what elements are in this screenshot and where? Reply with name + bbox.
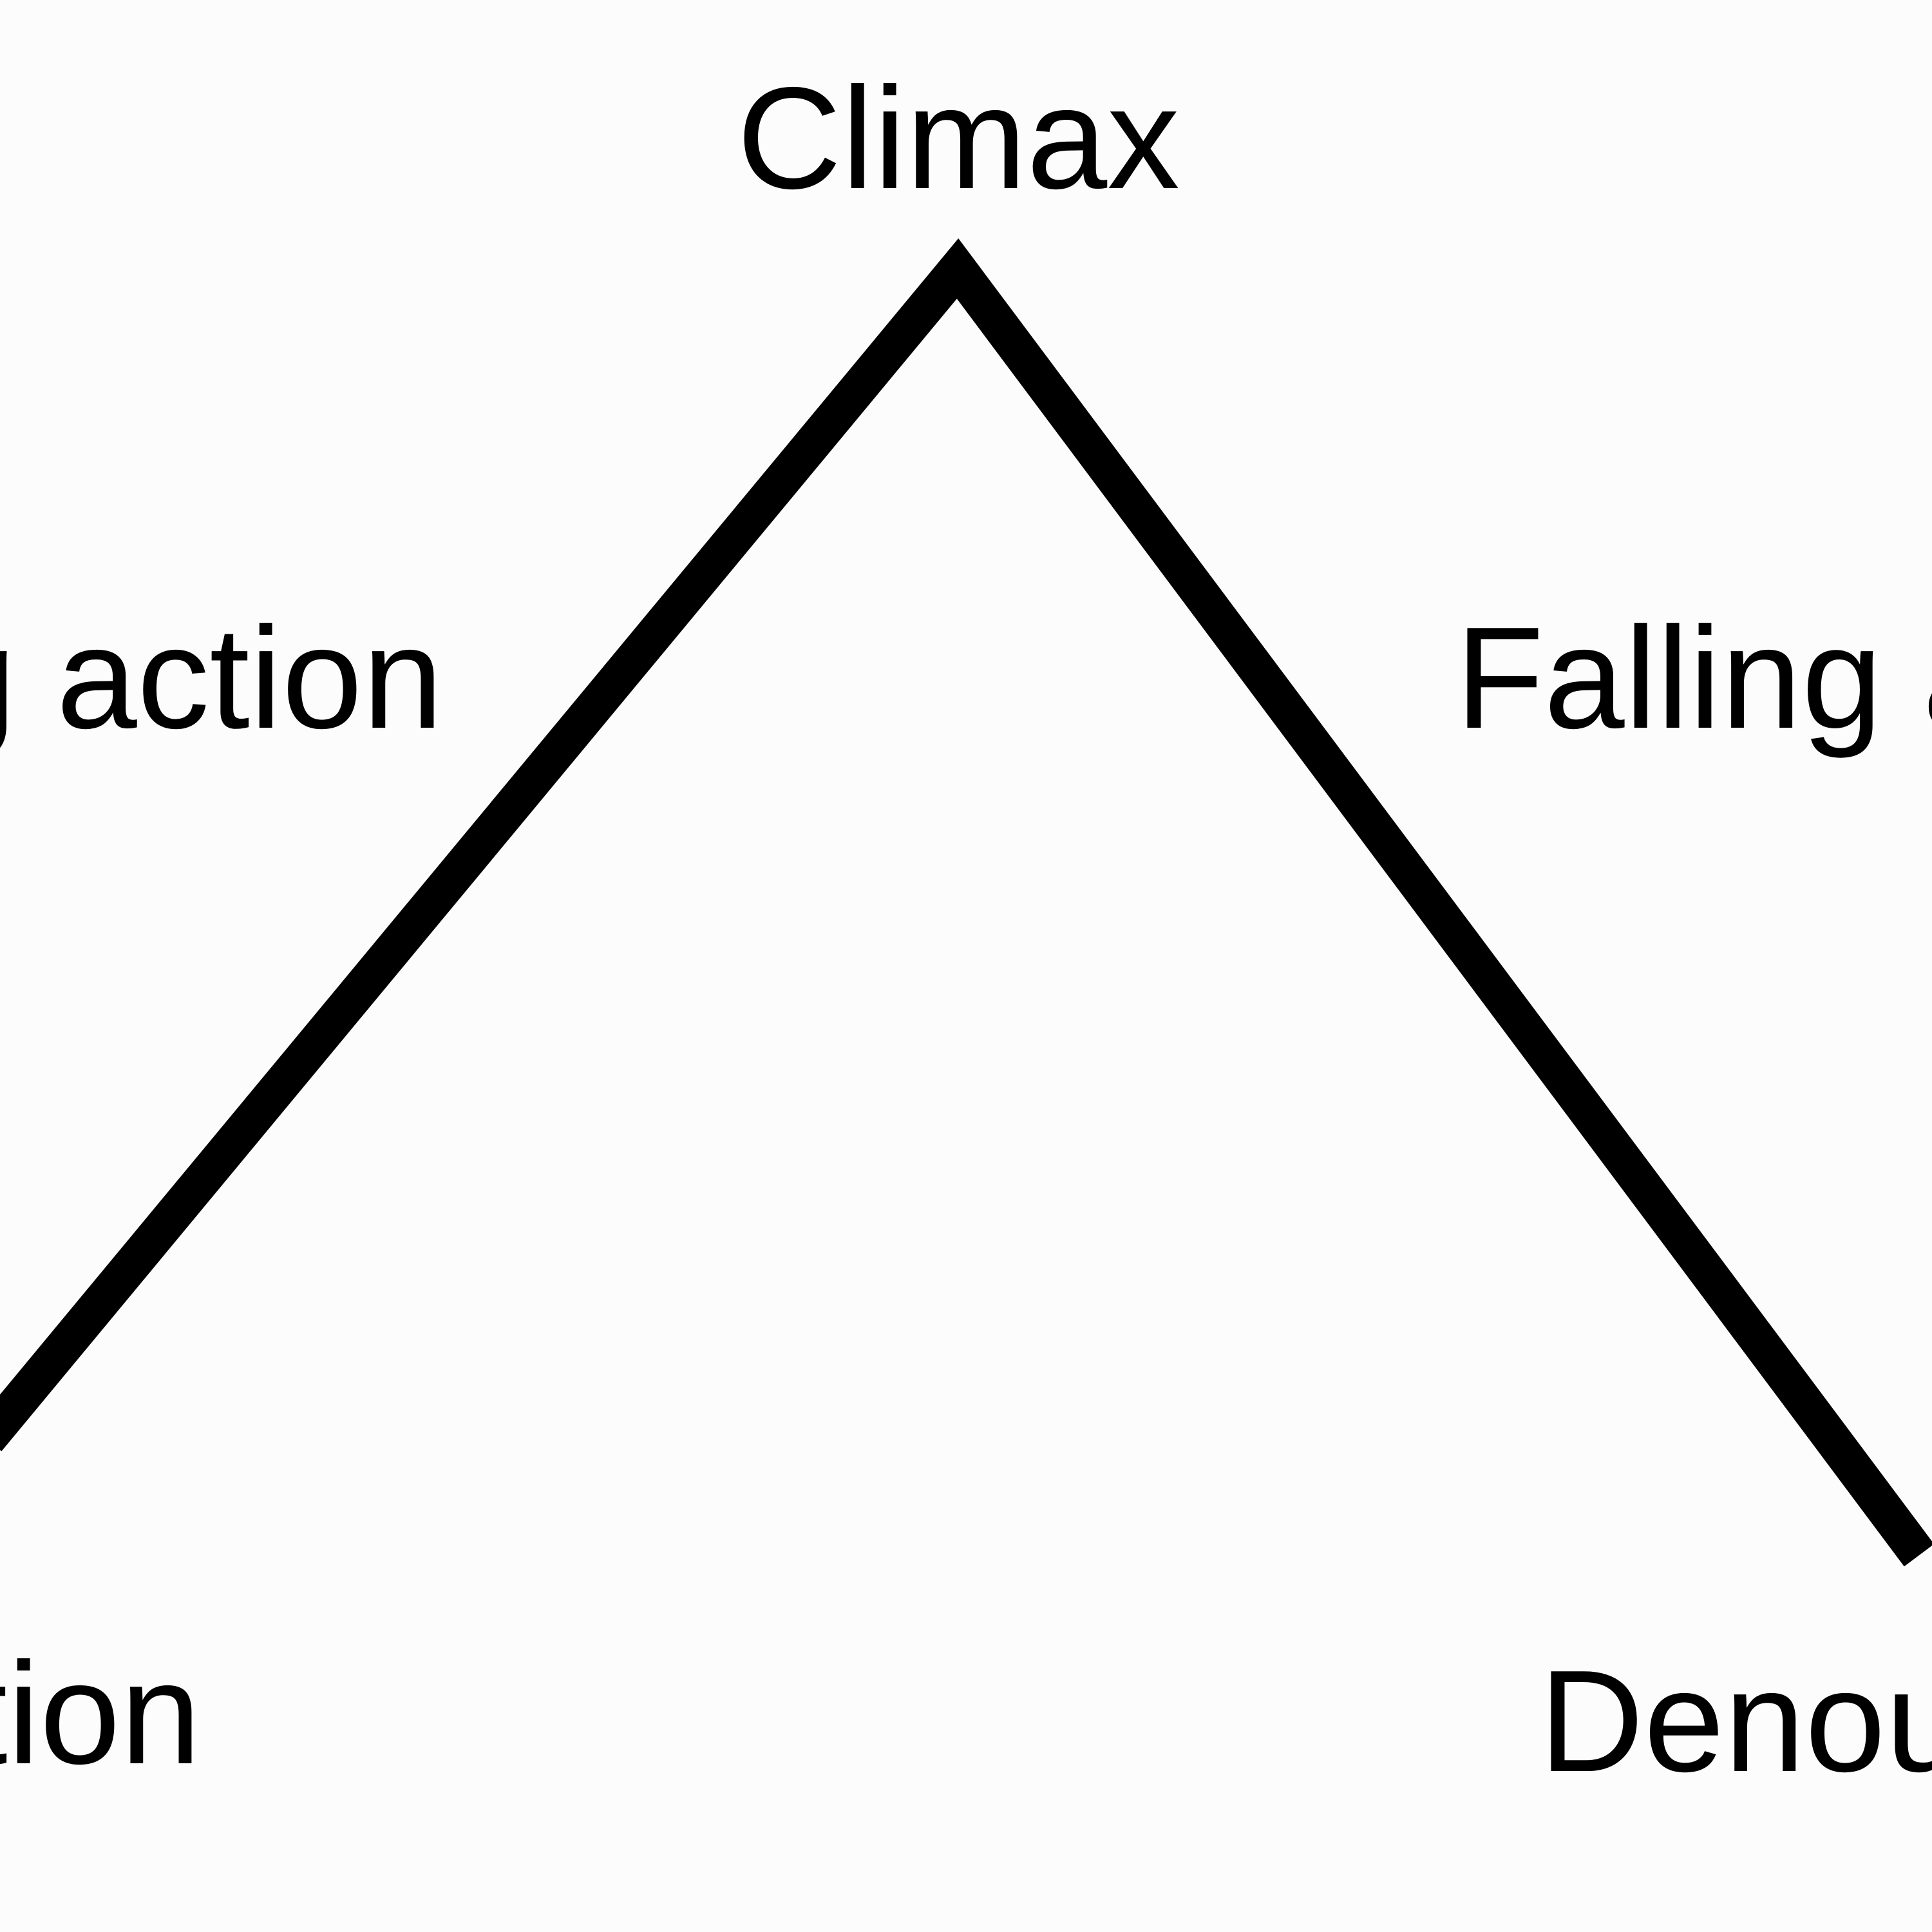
label-falling-action: Falling a — [1455, 596, 1932, 759]
label-climax: Climax — [737, 57, 1180, 219]
label-denouement: Denou — [1539, 1640, 1932, 1802]
plot-arc-line — [0, 238, 1932, 1567]
label-rising-action: g action — [0, 596, 443, 759]
label-exposition: tion — [0, 1632, 201, 1794]
